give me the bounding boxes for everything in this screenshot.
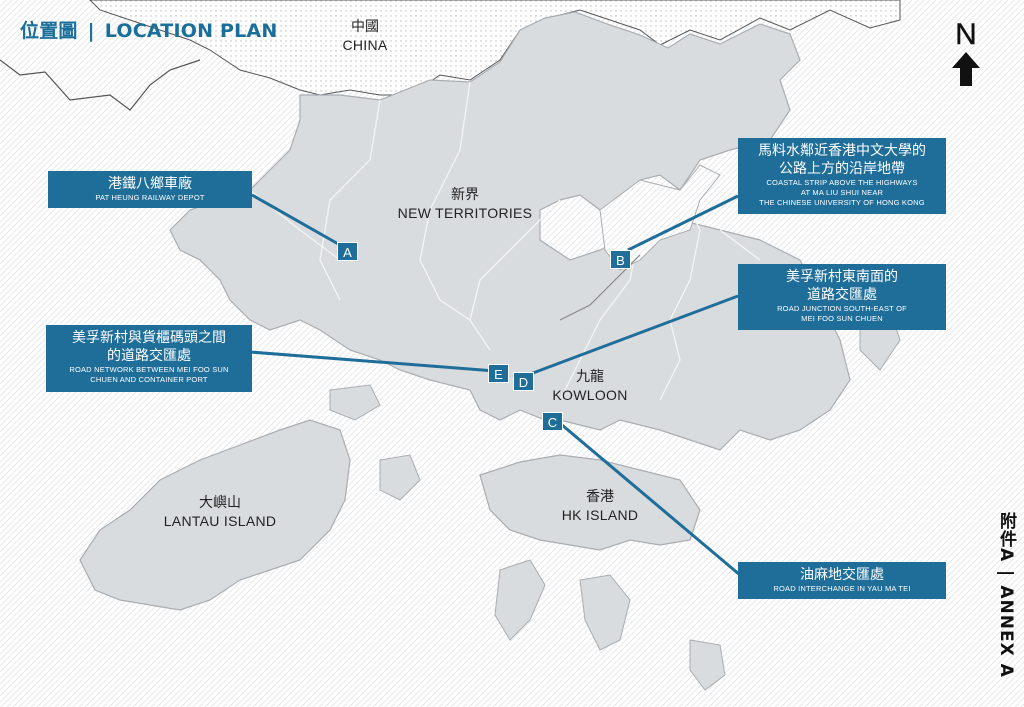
callout-en-line1: ROAD JUNCTION SOUTH-EAST OF	[777, 304, 907, 313]
islands-south	[579, 574, 631, 651]
region-en: LANTAU ISLAND	[163, 513, 277, 529]
callout-zh-line1: 美孚新村東南面的	[786, 269, 898, 285]
callout-site-d: 美孚新村東南面的 道路交匯處 ROAD JUNCTION SOUTH-EAST …	[738, 264, 946, 330]
lantau-island-landmass	[79, 419, 351, 611]
callout-site-a: 港鐵八鄉車廠 PAT HEUNG RAILWAY DEPOT	[48, 171, 252, 208]
region-zh: 大嶼山	[199, 495, 241, 511]
region-en: CHINA	[342, 37, 388, 53]
page-title: 位置圖 | LOCATION PLAN	[20, 16, 277, 43]
callout-site-c: 油麻地交匯處 ROAD INTERCHANGE IN YAU MA TEI	[738, 562, 946, 599]
region-en: KOWLOON	[552, 387, 628, 403]
callout-en: PAT HEUNG RAILWAY DEPOT	[95, 193, 205, 202]
callout-zh-line2: 的道路交匯處	[107, 348, 191, 364]
annex-en: ANNEX A	[996, 585, 1016, 678]
callout-zh-line1: 馬料水鄰近香港中文大學的	[758, 143, 926, 159]
china-coast-west	[0, 59, 201, 111]
callout-en-line2: MEI FOO SUN CHUEN	[801, 314, 883, 323]
region-zh: 中國	[351, 19, 379, 35]
site-marker-c[interactable]: C	[542, 412, 563, 431]
region-label-kowloon: 九龍 KOWLOON	[540, 368, 640, 404]
callout-en-line1: COASTAL STRIP ABOVE THE HIGHWAYS	[766, 178, 918, 187]
callout-zh-line1: 美孚新村與貨櫃碼頭之間	[72, 330, 226, 346]
callout-en-line2: CHUEN AND CONTAINER PORT	[90, 375, 208, 384]
callout-en-line3: THE CHINESE UNIVERSITY OF HONG KONG	[759, 198, 925, 207]
islands-southeast	[689, 639, 726, 691]
leader-lines	[249, 193, 741, 577]
hk-island-landmass	[479, 454, 701, 551]
callout-en-line1: ROAD NETWORK BETWEEN MEI FOO SUN	[69, 365, 229, 374]
north-label: N	[955, 18, 977, 51]
callout-en-line2: AT MA LIU SHUI NEAR	[800, 188, 884, 197]
site-marker-e[interactable]: E	[488, 364, 509, 383]
site-marker-a[interactable]: A	[337, 242, 358, 261]
region-label-china: 中國 CHINA	[330, 18, 400, 54]
title-zh: 位置圖	[20, 20, 78, 42]
region-label-hk-island: 香港 HK ISLAND	[545, 488, 655, 524]
region-zh: 香港	[586, 489, 614, 505]
title-en: LOCATION PLAN	[104, 20, 278, 42]
callout-zh-line2: 公路上方的沿岸地帶	[779, 161, 905, 177]
callout-zh-line2: 道路交匯處	[807, 287, 877, 303]
callout-site-b: 馬料水鄰近香港中文大學的 公路上方的沿岸地帶 COASTAL STRIP ABO…	[738, 138, 946, 214]
china-landmass	[89, 0, 901, 96]
callout-site-e: 美孚新村與貨櫃碼頭之間 的道路交匯處 ROAD NETWORK BETWEEN …	[46, 325, 252, 392]
callout-en: ROAD INTERCHANGE IN YAU MA TEI	[773, 584, 911, 593]
annex-label: 附件A | ANNEX A	[994, 512, 1019, 678]
annex-separator: |	[996, 570, 1016, 578]
title-separator: |	[87, 20, 95, 42]
region-zh: 新界	[451, 187, 479, 203]
callout-zh: 油麻地交匯處	[800, 567, 884, 583]
callout-zh: 港鐵八鄉車廠	[108, 176, 192, 192]
islands-north-lantau	[329, 384, 381, 421]
region-label-new-territories: 新界 NEW TERRITORIES	[390, 186, 540, 222]
annex-zh: 附件A	[996, 512, 1016, 563]
site-marker-d[interactable]: D	[513, 372, 534, 391]
site-marker-b[interactable]: B	[610, 250, 631, 269]
region-en: HK ISLAND	[561, 507, 639, 523]
north-arrow-icon: N	[952, 18, 980, 86]
region-label-lantau: 大嶼山 LANTAU ISLAND	[150, 494, 290, 530]
lamma-island-landmass	[494, 559, 546, 641]
region-zh: 九龍	[576, 369, 604, 385]
islands-west	[379, 454, 421, 501]
region-en: NEW TERRITORIES	[397, 205, 533, 221]
